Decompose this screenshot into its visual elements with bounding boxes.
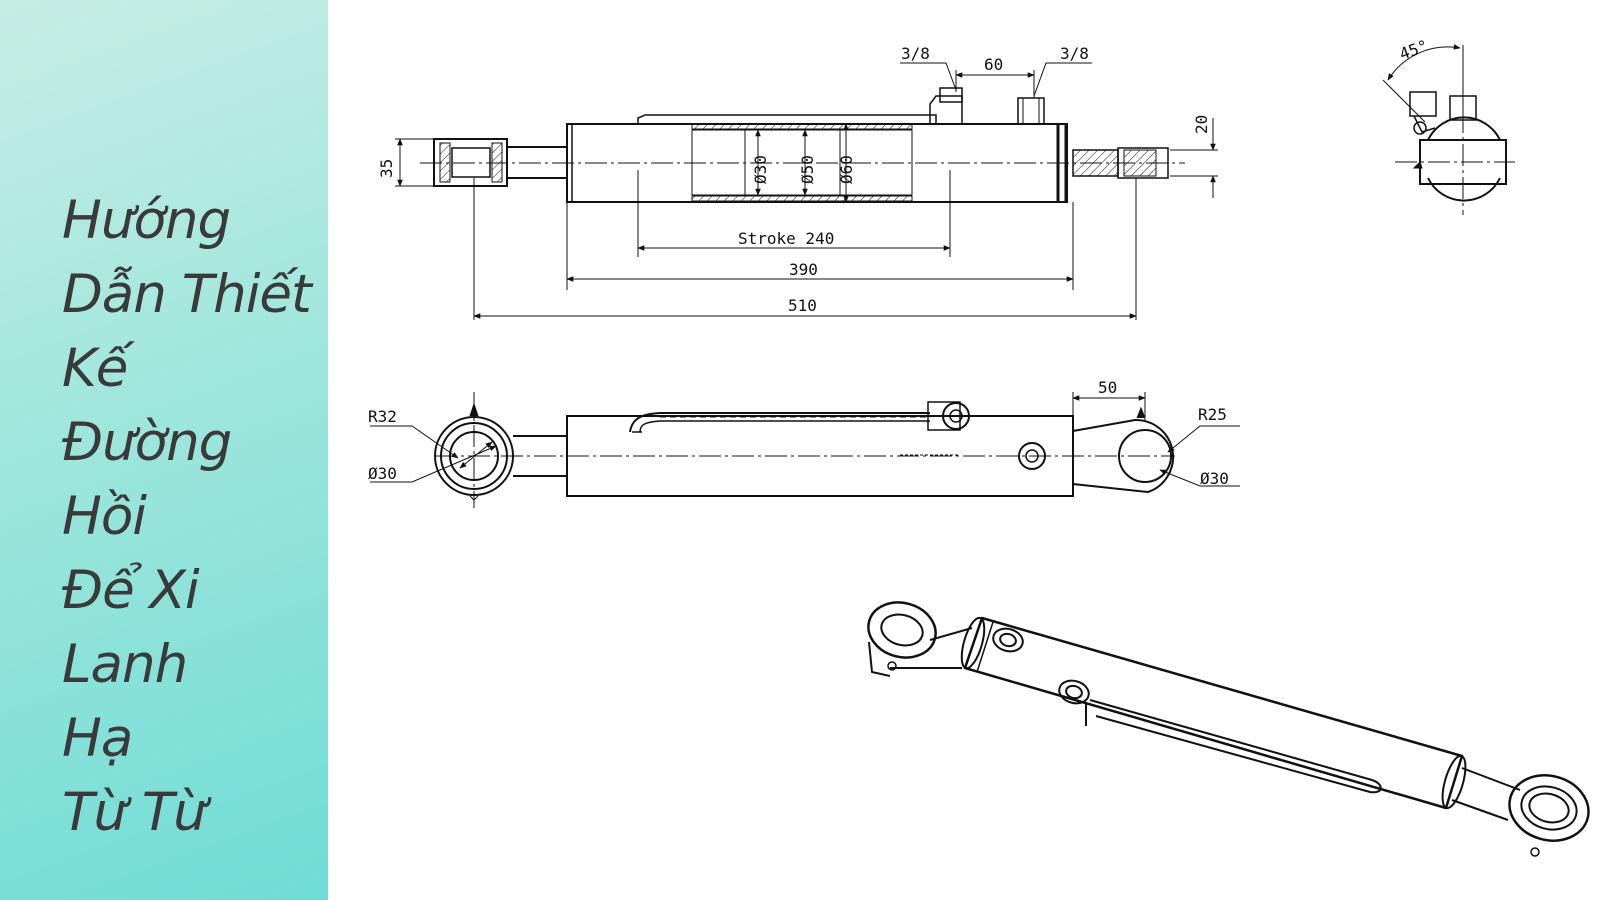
title-panel	[0, 0, 328, 900]
dim-dia-rod: Ø30	[751, 155, 770, 184]
title-line: Hướng	[62, 190, 231, 251]
dim-port-right: 3/8	[1060, 44, 1089, 63]
dim-rod-end-height: 35	[377, 159, 396, 178]
dim-stroke: Stroke 240	[738, 229, 834, 248]
dim-radius-right: R25	[1198, 405, 1227, 424]
title-line: Đường	[62, 412, 232, 473]
isometric-view	[867, 601, 1590, 857]
dim-rod-height: 20	[1192, 115, 1211, 134]
top-view	[395, 62, 1218, 320]
dimension-labels: 3/8 60 3/8 35 20 Ø30 Ø50 Ø60 Stroke 240 …	[368, 36, 1431, 488]
end-view	[1382, 44, 1515, 215]
title-line: Kế	[62, 338, 128, 399]
eye-right	[1118, 429, 1172, 483]
cylinder-technical-drawing: 3/8 60 3/8 35 20 Ø30 Ø50 Ø60 Stroke 240 …	[368, 36, 1590, 857]
page-title: Hướng Dẫn Thiết Kế Đường Hồi Để Xi Lanh …	[62, 184, 322, 850]
dim-radius-left: R32	[368, 407, 397, 426]
eye-left	[434, 416, 514, 496]
side-view	[370, 392, 1240, 508]
title-line: Lanh	[62, 634, 188, 695]
dim-port-left: 3/8	[901, 44, 930, 63]
dim-dia-left: Ø30	[368, 464, 397, 483]
cylinder-tube-side	[566, 415, 1074, 497]
dim-port-spacing: 60	[984, 55, 1003, 74]
dim-dia-bore: Ø60	[837, 155, 856, 184]
title-line: Từ Từ	[62, 782, 207, 843]
dim-angle: 45°	[1397, 36, 1431, 64]
title-line: Để Xi	[62, 560, 200, 621]
title-line: Hạ	[62, 708, 133, 769]
iso-tube	[963, 616, 1464, 810]
dim-dia-right: Ø30	[1200, 469, 1229, 488]
dim-dia-piston: Ø50	[798, 155, 817, 184]
dim-total-length: 510	[788, 296, 817, 315]
dim-body-length: 390	[789, 260, 818, 279]
title-line: Hồi	[62, 486, 147, 547]
dim-offset-50: 50	[1098, 378, 1117, 397]
title-line: Dẫn Thiết	[62, 264, 312, 325]
